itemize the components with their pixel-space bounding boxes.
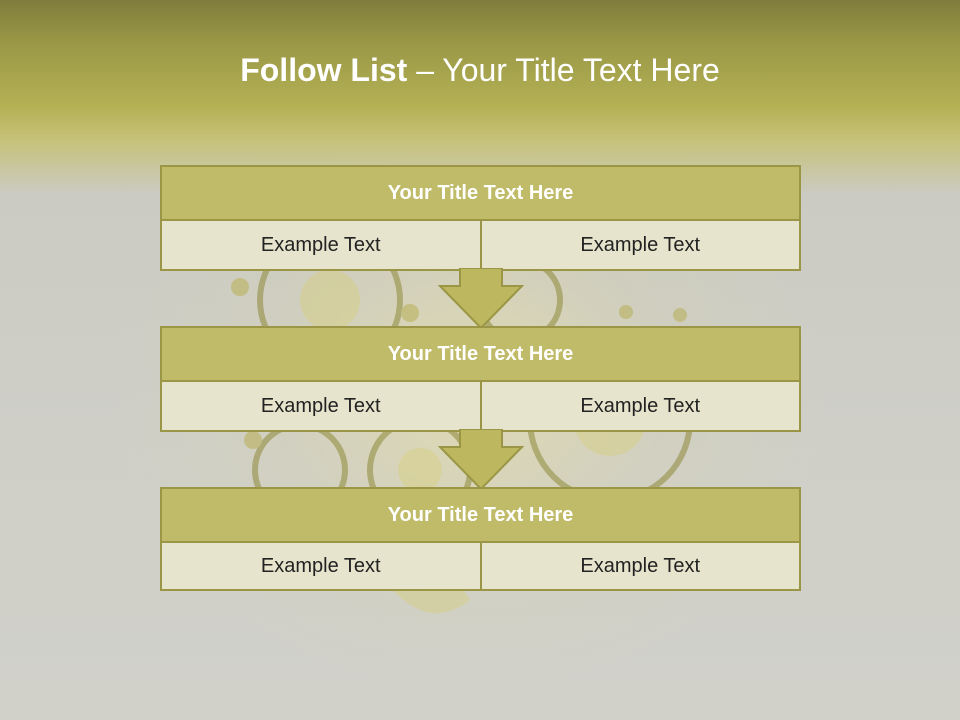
block-cell-left: Example Text xyxy=(160,221,482,271)
slide-title: Follow List – Your Title Text Here xyxy=(0,52,960,89)
block-row: Example Text Example Text xyxy=(160,543,801,591)
block-cell-right: Example Text xyxy=(481,382,801,432)
block-cell-left: Example Text xyxy=(160,382,482,432)
block-row: Example Text Example Text xyxy=(160,221,801,271)
block-title: Your Title Text Here xyxy=(160,165,801,221)
list-block-3: Your Title Text Here Example Text Exampl… xyxy=(160,487,801,591)
down-arrow-icon xyxy=(438,268,524,330)
block-cell-right: Example Text xyxy=(481,543,801,591)
block-row: Example Text Example Text xyxy=(160,382,801,432)
list-block-1: Your Title Text Here Example Text Exampl… xyxy=(160,165,801,271)
down-arrow-icon xyxy=(438,429,524,491)
block-title: Your Title Text Here xyxy=(160,487,801,543)
list-block-2: Your Title Text Here Example Text Exampl… xyxy=(160,326,801,432)
title-rest: – Your Title Text Here xyxy=(407,52,720,88)
block-cell-right: Example Text xyxy=(481,221,801,271)
title-bold: Follow List xyxy=(240,52,408,88)
block-cell-left: Example Text xyxy=(160,543,482,591)
block-title: Your Title Text Here xyxy=(160,326,801,382)
header-band xyxy=(0,0,960,195)
